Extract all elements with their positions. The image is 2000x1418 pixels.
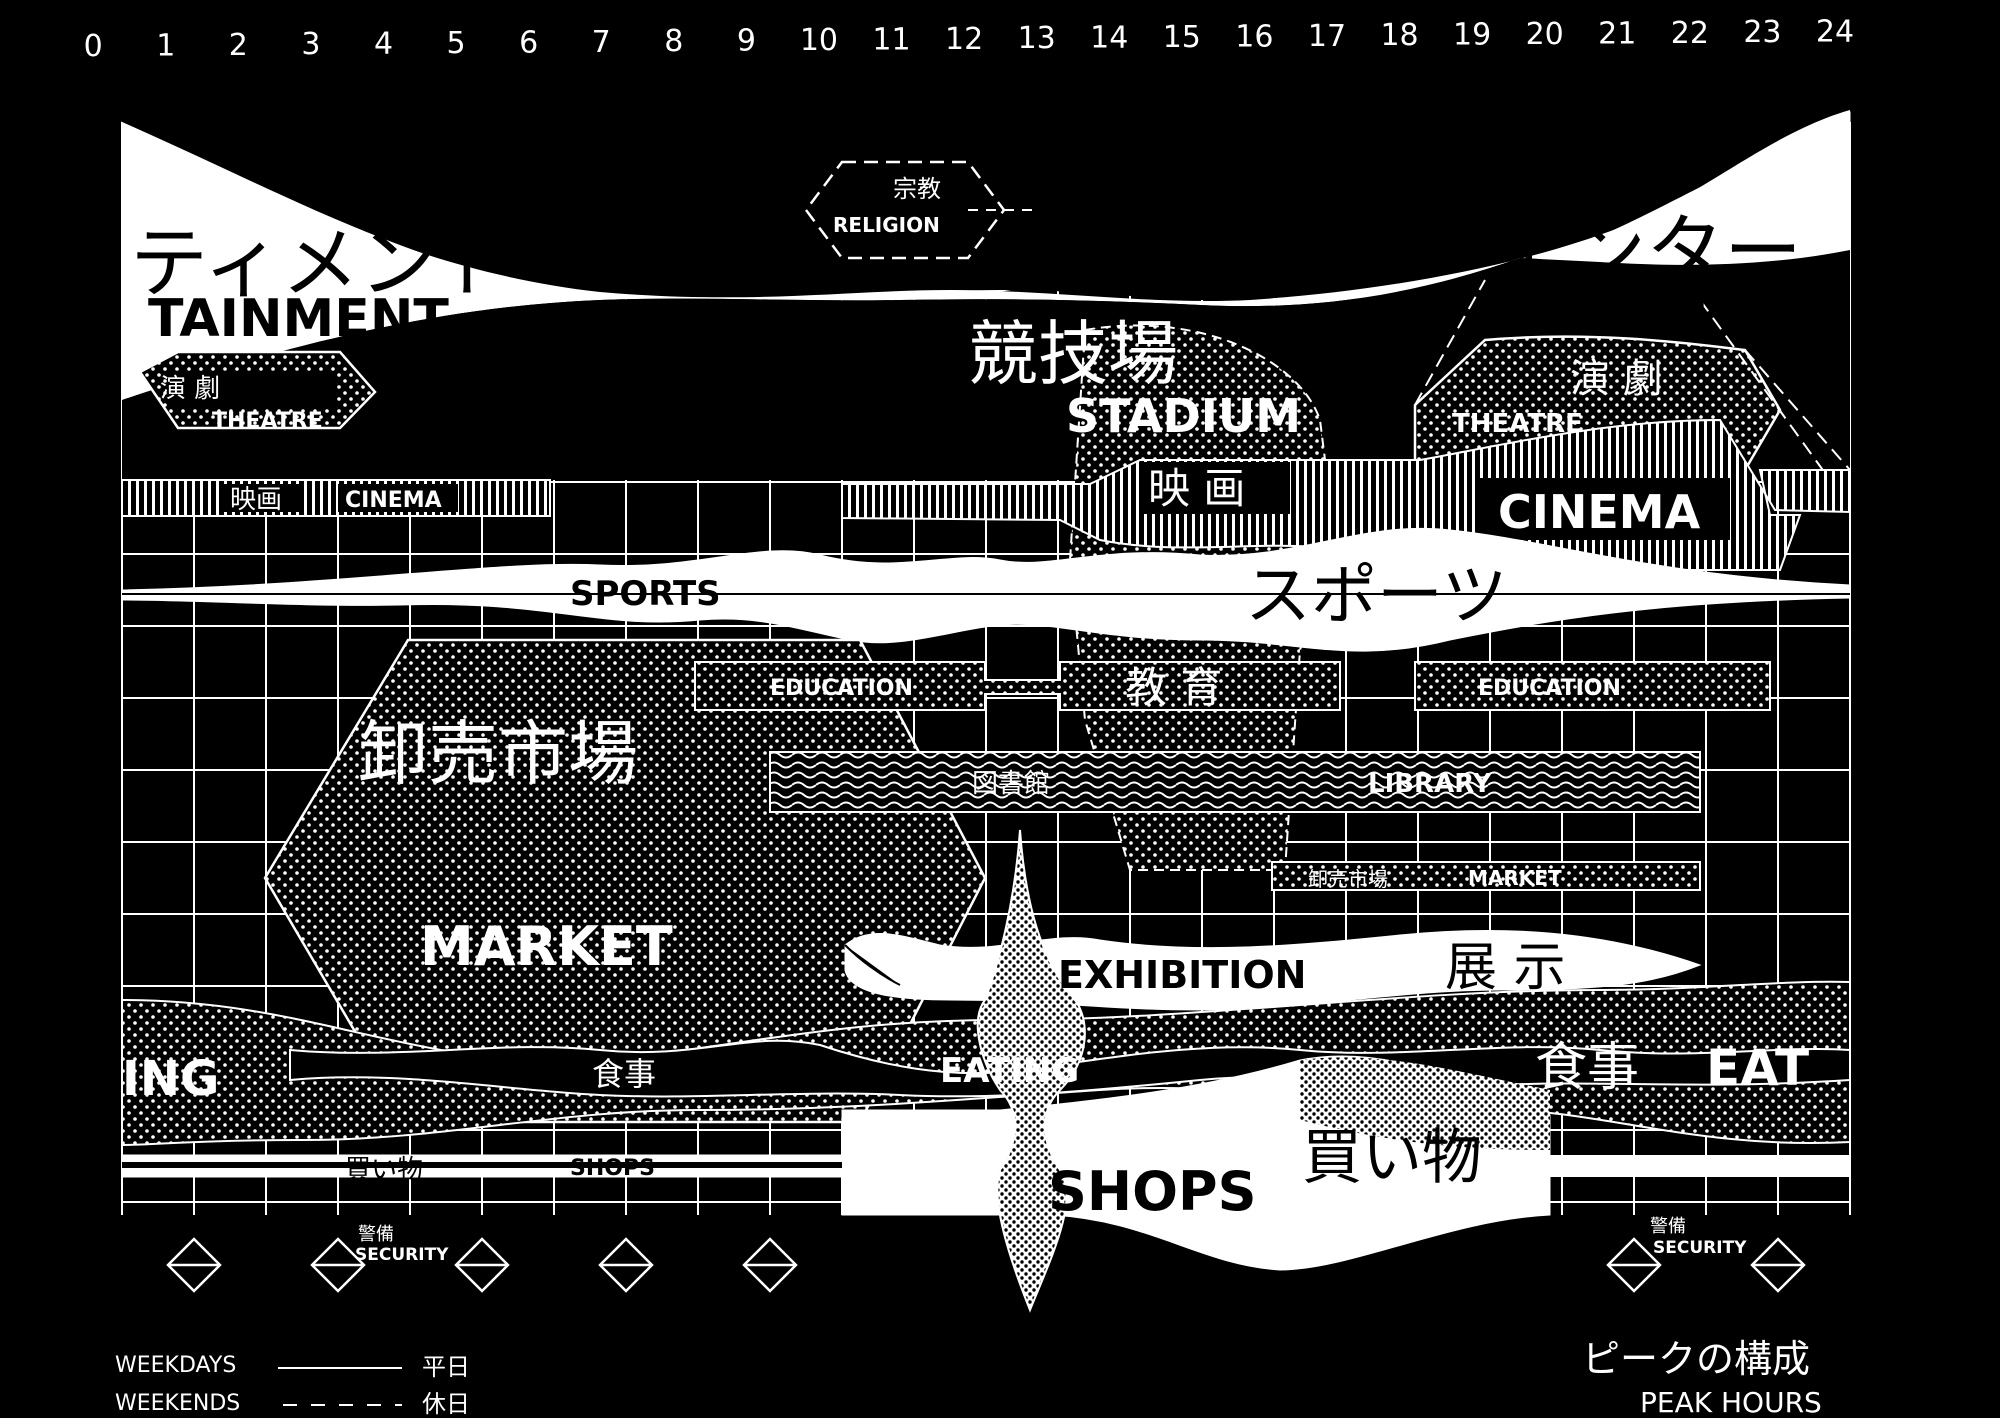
cinema-jp-right: 映 画 bbox=[1148, 464, 1245, 513]
eating-jp-left: 食事 bbox=[592, 1055, 656, 1093]
security-en-left: SECURITY bbox=[355, 1245, 449, 1265]
legend-weekends-en: WEEKENDS bbox=[115, 1391, 240, 1416]
library-jp: 図書館 bbox=[972, 769, 1050, 799]
theatre-left-label-bg bbox=[168, 372, 336, 408]
stadium-en: STADIUM bbox=[1066, 389, 1301, 443]
sports-en: SPORTS bbox=[570, 574, 721, 614]
hour-tick-label: 17 bbox=[1308, 19, 1346, 54]
religion-hexagon bbox=[804, 160, 1006, 260]
library-band bbox=[769, 751, 1701, 813]
security-jp-left: 警備 bbox=[358, 1224, 394, 1245]
education-en-left: EDUCATION bbox=[770, 676, 913, 701]
security-markers bbox=[166, 1237, 1806, 1293]
market-small-en: MARKET bbox=[1468, 866, 1562, 890]
eating-jp-right: 食事 bbox=[1535, 1038, 1639, 1098]
hour-tick-label: 11 bbox=[872, 22, 910, 57]
hour-tick-label: 19 bbox=[1453, 18, 1491, 53]
shops-jp-big: 買い物 bbox=[1302, 1123, 1482, 1193]
hour-tick-label: 1 bbox=[156, 28, 175, 63]
peak-spike bbox=[976, 829, 1086, 1313]
education-right-band bbox=[1414, 661, 1771, 711]
hour-tick-label: 22 bbox=[1671, 16, 1709, 51]
title-jp: ピークの構成 bbox=[1582, 1337, 1810, 1381]
cinema-left-band bbox=[121, 479, 551, 517]
legend-weekends-jp: 休日 bbox=[422, 1390, 470, 1418]
education-en-right: EDUCATION bbox=[1478, 676, 1621, 701]
library-en: LIBRARY bbox=[1368, 769, 1493, 799]
hour-tick-label: 16 bbox=[1235, 19, 1273, 54]
market-small-band bbox=[1271, 861, 1701, 891]
shops-en-left: SHOPS bbox=[570, 1156, 655, 1181]
hour-tick-label: 5 bbox=[447, 26, 466, 61]
cinema-en-right: CINEMA bbox=[1498, 485, 1701, 539]
eating-en-mid: EATING bbox=[940, 1051, 1079, 1091]
hour-tick-label: 3 bbox=[301, 27, 320, 62]
hour-tick-label: 18 bbox=[1380, 18, 1418, 53]
exhibition-dotted-edge bbox=[844, 944, 901, 986]
entertainment-en-left: TAINMENT bbox=[148, 289, 449, 349]
cinema-left-label-bg-en bbox=[338, 484, 458, 512]
shops-left-inner bbox=[122, 1162, 842, 1168]
theatre-en-right: THEATRE bbox=[1452, 409, 1583, 439]
hour-tick-label: 12 bbox=[945, 22, 983, 57]
cinema-jp-left: 映画 bbox=[230, 485, 282, 515]
hour-tick-label: 23 bbox=[1743, 15, 1781, 50]
shops-dotted-overlay bbox=[1300, 1057, 1550, 1150]
shops-jp-left: 買い物 bbox=[345, 1155, 423, 1185]
theatre-right-dashed bbox=[1414, 279, 1851, 481]
legend-weekdays-en: WEEKDAYS bbox=[115, 1353, 236, 1378]
hour-tick-label: 24 bbox=[1816, 15, 1854, 50]
entertainment-jp-right: エンター bbox=[1490, 207, 1802, 297]
hour-tick-label: 4 bbox=[374, 27, 393, 62]
hour-tick-label: 13 bbox=[1018, 21, 1056, 56]
sports-jp: スポーツ bbox=[1245, 557, 1508, 634]
security-jp-right: 警備 bbox=[1650, 1216, 1686, 1237]
religion-en: RELIGION bbox=[833, 213, 940, 237]
theatre-jp-right: 演 劇 bbox=[1570, 356, 1663, 402]
theatre-en-left: THEATRE bbox=[212, 409, 323, 434]
religion-jp: 宗教 bbox=[893, 175, 941, 203]
title-en: PEAK HOURS bbox=[1640, 1386, 1822, 1418]
hour-tick-label: 8 bbox=[664, 24, 683, 59]
entertainment-lower-black bbox=[122, 80, 1850, 302]
hour-tick-label: 6 bbox=[519, 25, 538, 60]
hour-tick-label: 21 bbox=[1598, 16, 1636, 51]
security-en-right: SECURITY bbox=[1653, 1238, 1747, 1258]
entertainment-jp-left: ティメント bbox=[130, 219, 515, 309]
hour-tick-label: 7 bbox=[592, 25, 611, 60]
hour-tick-label: 10 bbox=[800, 23, 838, 58]
education-jp: 教 育 bbox=[1125, 663, 1222, 712]
stadium-jp: 競技場 bbox=[968, 313, 1178, 395]
sports-band bbox=[121, 527, 1851, 652]
legend-weekdays-jp: 平日 bbox=[422, 1353, 470, 1381]
eating-en-right: EAT bbox=[1706, 1039, 1809, 1097]
cinema-left-label-bg-jp bbox=[222, 484, 302, 512]
market-en: MARKET bbox=[420, 915, 673, 978]
eating-en-left: ING bbox=[122, 1051, 219, 1107]
hour-tick-label: 9 bbox=[737, 24, 756, 59]
education-left-band bbox=[694, 661, 1341, 711]
exhibition-en: EXHIBITION bbox=[1058, 953, 1306, 997]
cinema-right-label-bg-jp bbox=[1140, 462, 1290, 514]
cinema-en-left: CINEMA bbox=[345, 488, 442, 513]
cinema-right-label-bg-en bbox=[1480, 478, 1730, 540]
hour-tick-label: 20 bbox=[1526, 17, 1564, 52]
hour-tick-label: 0 bbox=[84, 29, 103, 64]
hour-tick-label: 14 bbox=[1090, 21, 1128, 56]
exhibition-jp: 展 示 bbox=[1445, 938, 1566, 998]
shops-right-band bbox=[1550, 1155, 1850, 1177]
market-jp: 卸売市場 bbox=[358, 713, 638, 795]
hour-tick-label: 15 bbox=[1163, 20, 1201, 55]
shops-en-big: SHOPS bbox=[1048, 1160, 1256, 1223]
theatre-jp-left: 演 劇 bbox=[160, 374, 220, 404]
hour-tick-label: 2 bbox=[229, 28, 248, 63]
entertainment-en-right: ENTER bbox=[1602, 281, 1792, 341]
market-small-jp: 卸売市場 bbox=[1308, 867, 1388, 891]
